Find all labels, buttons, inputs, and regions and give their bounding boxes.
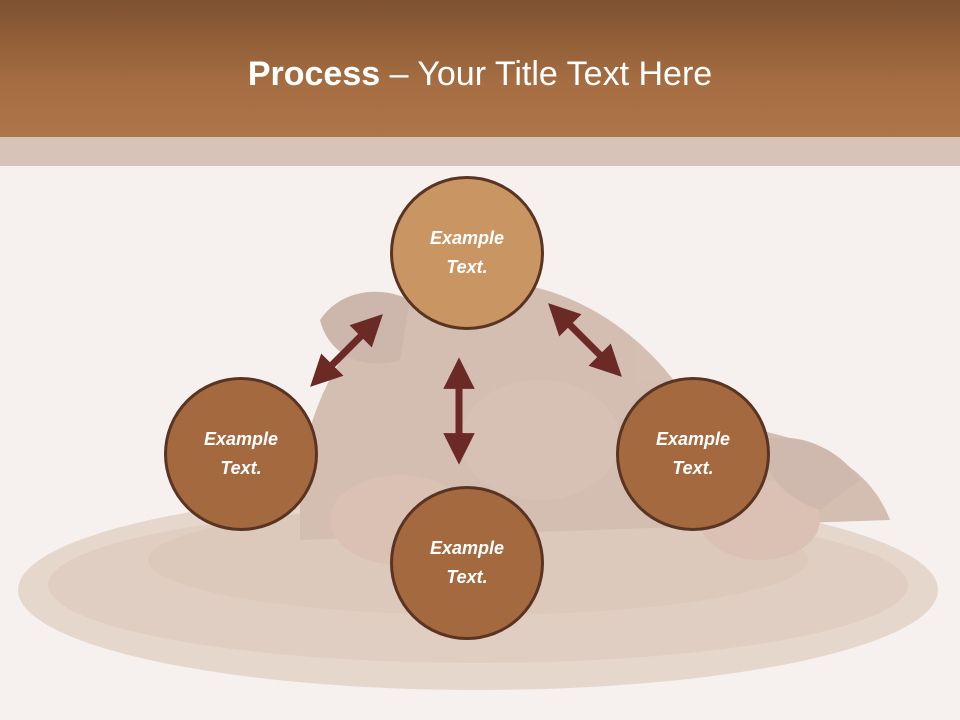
step-left-text: Example Text. <box>203 429 279 478</box>
process-step-bottom: Example Text. <box>390 486 544 640</box>
process-step-top: Example Text. <box>390 176 544 330</box>
header-band <box>0 137 960 166</box>
arrow-top-right <box>548 303 622 377</box>
process-step-left: Example Text. <box>164 377 318 531</box>
title-rest: – Your Title Text Here <box>380 55 713 93</box>
title-bar <box>0 0 960 137</box>
step-bottom-text: Example Text. <box>429 538 505 587</box>
slide-title: Process – Your Title Text Here <box>0 52 960 96</box>
step-top-text: Example Text. <box>429 228 505 277</box>
step-right-text: Example Text. <box>655 429 731 478</box>
process-step-right: Example Text. <box>616 377 770 531</box>
title-strong: Process <box>247 55 381 93</box>
arrow-top-left <box>310 314 383 387</box>
